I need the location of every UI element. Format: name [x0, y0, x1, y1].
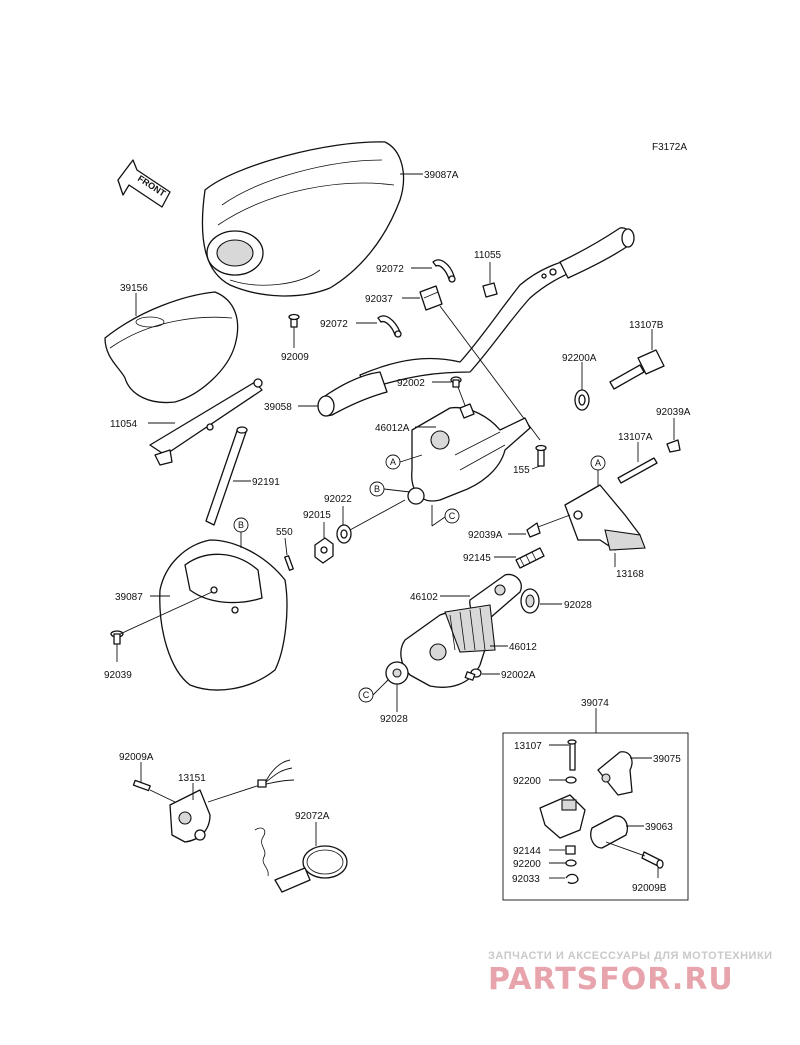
- svg-text:C: C: [363, 690, 370, 700]
- screw-550: [284, 555, 294, 571]
- label-92072A: 92072A: [295, 811, 330, 822]
- label-92144: 92144: [513, 846, 541, 857]
- label-13107A: 13107A: [618, 432, 653, 443]
- cover-39087: [159, 539, 288, 691]
- label-46012A: 46012A: [375, 423, 410, 434]
- screw-92039: [110, 630, 124, 645]
- label-92039: 92039: [104, 670, 132, 681]
- label-46012: 46012: [509, 642, 537, 653]
- bolt-92002: [450, 376, 462, 388]
- label-92028-bottom: 92028: [380, 714, 408, 725]
- label-92009A: 92009A: [119, 752, 154, 763]
- gear-housing-46012: [400, 604, 496, 688]
- label-13107: 13107: [514, 741, 542, 752]
- bracket-39075: [597, 751, 633, 796]
- washer-92200-b: [565, 859, 577, 867]
- pin-155: [535, 444, 547, 467]
- label-92072-top: 92072: [376, 264, 404, 275]
- cap-39063: [590, 815, 629, 849]
- screw-92039A-left: [526, 522, 541, 538]
- label-92191: 92191: [252, 477, 280, 488]
- clip-11055: [482, 282, 498, 298]
- bolt-92009: [288, 313, 300, 328]
- label-92039A-left: 92039A: [468, 530, 503, 541]
- label-92145: 92145: [463, 553, 491, 564]
- label-92200-b: 92200: [513, 859, 541, 870]
- label-92037: 92037: [365, 294, 393, 305]
- clip-92037: [419, 285, 443, 311]
- label-11055: 11055: [474, 250, 502, 261]
- svg-text:A: A: [595, 458, 601, 468]
- clamp-92072-top: [432, 259, 456, 283]
- label-92028-right: 92028: [564, 600, 592, 611]
- bracket-11054: [149, 378, 263, 466]
- bolt-13107B: [609, 349, 665, 390]
- label-92039A-right: 92039A: [656, 407, 691, 418]
- screw-92009A: [132, 779, 151, 792]
- label-39074: 39074: [581, 698, 609, 709]
- assembly-39074-box: [502, 732, 689, 901]
- bracket-assembly: [539, 794, 586, 839]
- screw-92039A-right: [666, 439, 681, 453]
- svg-text:C: C: [449, 511, 456, 521]
- housing-46012A: [407, 403, 531, 505]
- label-92022: 92022: [324, 494, 352, 505]
- label-13168: 13168: [616, 569, 644, 580]
- label-39087A: 39087A: [424, 170, 459, 181]
- label-92002: 92002: [397, 378, 425, 389]
- clip-92033: [565, 873, 579, 884]
- lever-13168: [564, 484, 646, 551]
- switch-13151: [169, 759, 295, 843]
- label-39063: 39063: [645, 822, 673, 833]
- svg-text:A: A: [390, 457, 396, 467]
- label-92200-a: 92200: [513, 776, 541, 787]
- label-92200A: 92200A: [562, 353, 597, 364]
- svg-text:B: B: [374, 484, 380, 494]
- label-550: 550: [276, 527, 293, 538]
- label-92009B: 92009B: [632, 883, 667, 894]
- label-39156: 39156: [120, 283, 148, 294]
- label-92033: 92033: [512, 874, 540, 885]
- clamp-92072A: [254, 827, 348, 893]
- label-92072-mid: 92072: [320, 319, 348, 330]
- label-13107B: 13107B: [629, 320, 664, 331]
- callout-c-housing: [444, 508, 460, 524]
- watermark-tagline: ЗАПЧАСТИ И АКСЕССУАРЫ ДЛЯ МОТОТЕХНИКИ: [488, 950, 773, 962]
- cover-39087A: [201, 141, 405, 297]
- label-13151: 13151: [178, 773, 206, 784]
- label-155: 155: [513, 465, 530, 476]
- front-arrow-icon: FRONT: [117, 159, 171, 208]
- label-92009: 92009: [281, 352, 309, 363]
- bolt-92009B: [641, 851, 664, 869]
- label-39087: 39087: [115, 592, 143, 603]
- bolt-92002A: [464, 668, 482, 681]
- svg-text:B: B: [238, 520, 244, 530]
- label-39075: 39075: [653, 754, 681, 765]
- watermark-brand: PARTSFOR.RU: [488, 962, 734, 997]
- label-11054: 11054: [110, 419, 138, 430]
- rod-92191: [205, 426, 248, 526]
- label-39058: 39058: [264, 402, 292, 413]
- label-92015: 92015: [303, 510, 331, 521]
- pin-13107A: [617, 457, 658, 484]
- pad-39156: [104, 291, 239, 404]
- label-92002A: 92002A: [501, 670, 536, 681]
- figure-code: F3172A: [652, 142, 687, 153]
- clamp-92072-mid: [377, 315, 402, 338]
- washer-92200-a: [565, 776, 577, 784]
- spring-92145: [515, 547, 545, 569]
- label-46102: 46102: [410, 592, 438, 603]
- pin-13107: [567, 739, 577, 771]
- spring-92144: [565, 845, 576, 855]
